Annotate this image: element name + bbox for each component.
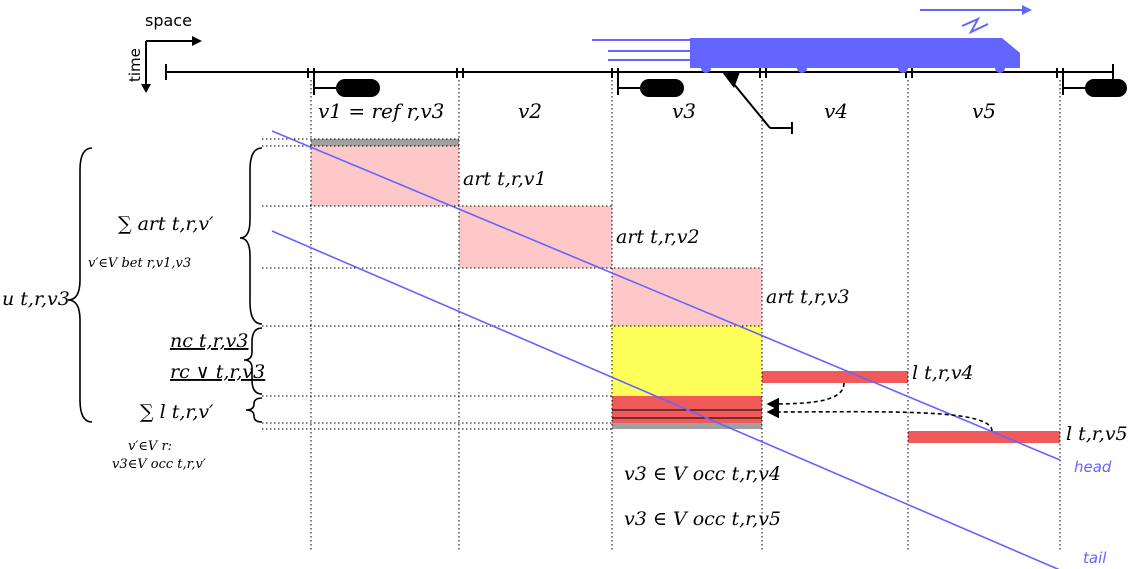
sum-art-label: ∑ art t,r,v′ — [118, 213, 214, 235]
art-v1-label: art t,r,v1 — [463, 168, 547, 190]
section-label-v1: v1 = ref r,v3 — [318, 99, 444, 123]
signal-1 — [313, 78, 380, 97]
block-l-v4 — [762, 371, 908, 383]
space-axis-label: space — [145, 11, 192, 30]
block-v1-gray — [311, 139, 459, 146]
occupancy-note-1: v3 ∈ V occ t,r,v4 — [624, 463, 781, 485]
section-label-v5: v5 — [972, 99, 996, 123]
brace-nc-rc — [243, 327, 263, 395]
tail-line — [271, 230, 1060, 569]
sum-l-subscript-1: v′∈V r: — [128, 439, 172, 454]
brace-sum-art — [239, 147, 263, 325]
arrow-l-v5 — [766, 405, 993, 432]
head-line — [271, 130, 1061, 461]
train-icon — [592, 5, 1032, 73]
axis-indicator: space time — [126, 11, 202, 93]
block-l-v5 — [908, 431, 1060, 443]
art-v2-label: art t,r,v2 — [616, 226, 700, 248]
section-label-v2: v2 — [518, 99, 542, 123]
l-v5-label: l t,r,v5 — [1066, 423, 1128, 445]
section-labels: v1 = ref r,v3 v2 v3 v4 v5 — [318, 99, 996, 123]
arrow-l-v4 — [766, 382, 845, 411]
left-labels: u t,r,v3 ∑ art t,r,v′ v′∈V bet r,v1,v3 n… — [2, 213, 265, 472]
time-blocks — [311, 139, 1060, 443]
track — [165, 64, 1114, 134]
block-v3-gray — [612, 423, 762, 429]
block-art-v3 — [612, 268, 762, 326]
train-trajectories: head tail — [271, 130, 1112, 569]
block-art-v1 — [311, 146, 459, 206]
sum-l-label: ∑ l t,r,v′ — [140, 401, 214, 423]
time-axis-label: time — [126, 48, 144, 82]
dashed-arrows — [766, 382, 993, 432]
tail-label: tail — [1083, 549, 1107, 567]
sum-art-subscript: v′∈V bet r,v1,v3 — [88, 256, 191, 271]
block-nc-rc-v3 — [612, 326, 762, 396]
dotted-grid — [262, 80, 1061, 552]
brace-sum-l — [245, 397, 263, 423]
rc-label: rc ∨ t,r,v3 — [170, 361, 265, 383]
block-art-v2 — [459, 206, 612, 268]
u-label: u t,r,v3 — [2, 288, 70, 310]
section-label-v3: v3 — [672, 99, 696, 123]
signal-6 — [1062, 78, 1127, 97]
block-labels: art t,r,v1 art t,r,v2 art t,r,v3 l t,r,v… — [463, 168, 1128, 445]
nc-label: nc t,r,v3 — [170, 330, 248, 352]
l-v4-label: l t,r,v4 — [912, 362, 974, 384]
head-label: head — [1074, 458, 1112, 476]
sum-l-subscript-2: v3∈V occ t,r,v′ — [112, 457, 206, 472]
section-label-v4: v4 — [824, 99, 848, 123]
occupancy-notes: v3 ∈ V occ t,r,v4 v3 ∈ V occ t,r,v5 — [624, 463, 781, 530]
brace-u — [67, 147, 93, 423]
signal-3 — [617, 78, 684, 97]
art-v3-label: art t,r,v3 — [766, 286, 850, 308]
left-braces — [67, 147, 263, 423]
occupancy-note-2: v3 ∈ V occ t,r,v5 — [624, 508, 781, 530]
